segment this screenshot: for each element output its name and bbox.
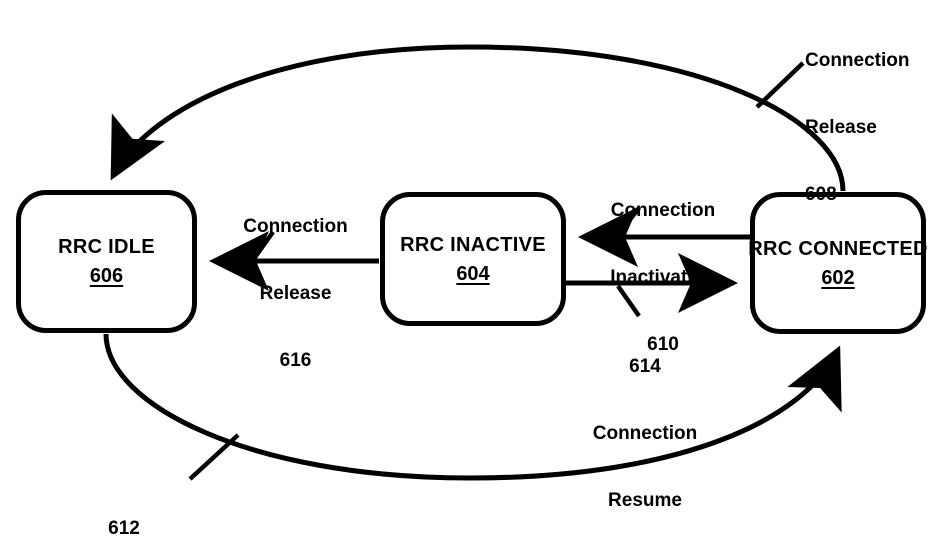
edge-label-line1: Connection bbox=[243, 216, 348, 238]
leader-line-612 bbox=[188, 433, 240, 481]
state-ref-604: 604 bbox=[456, 262, 490, 285]
edge-connection-release-608-path bbox=[110, 44, 846, 192]
edge-label-connection-release-616: Connection Release 616 bbox=[235, 172, 356, 416]
edge-connection-establishment-612-path bbox=[103, 333, 842, 481]
leader-line-616 bbox=[251, 230, 275, 262]
edge-label-line2: Release bbox=[805, 117, 877, 139]
leader-line-614 bbox=[616, 284, 641, 318]
state-ref-602: 602 bbox=[821, 266, 855, 289]
leader-line-610 bbox=[615, 206, 641, 238]
leader-line-608 bbox=[755, 61, 805, 109]
edge-label-connection-establishment-612: 612 Connection Establishment bbox=[60, 474, 188, 552]
state-title-rrc-idle: RRC IDLE bbox=[58, 236, 155, 258]
edge-label-line2: Resume bbox=[608, 489, 682, 511]
state-box-rrc-inactive[interactable]: RRC INACTIVE 604 bbox=[380, 192, 566, 326]
state-box-rrc-connected[interactable]: RRC CONNECTED 602 bbox=[748, 192, 928, 334]
edge-label-line2: Release bbox=[259, 283, 332, 305]
edge-label-line2: Inactivation bbox=[610, 267, 716, 289]
edge-label-line1: Connection bbox=[805, 50, 910, 72]
edge-label-connection-resume-614: 614 Connection Resume bbox=[583, 312, 707, 552]
edge-label-connection-release-608: Connection Release 608 bbox=[805, 6, 910, 250]
edge-ref-610: 610 bbox=[647, 333, 679, 355]
edge-ref-608: 608 bbox=[805, 183, 837, 205]
edge-label-connection-inactivation-610: Connection Inactivation 610 bbox=[599, 156, 727, 400]
edge-ref-616: 616 bbox=[279, 349, 312, 371]
edge-label-line1: Connection bbox=[592, 423, 698, 445]
state-title-rrc-connected: RRC CONNECTED bbox=[748, 237, 928, 260]
edge-label-line1: Connection bbox=[610, 200, 716, 222]
state-title-rrc-inactive: RRC INACTIVE bbox=[400, 233, 546, 256]
state-box-rrc-idle[interactable]: RRC IDLE 606 bbox=[16, 190, 197, 333]
edge-ref-612: 612 bbox=[108, 518, 140, 540]
state-ref-606: 606 bbox=[89, 265, 124, 287]
edge-ref-614: 614 bbox=[629, 356, 661, 378]
